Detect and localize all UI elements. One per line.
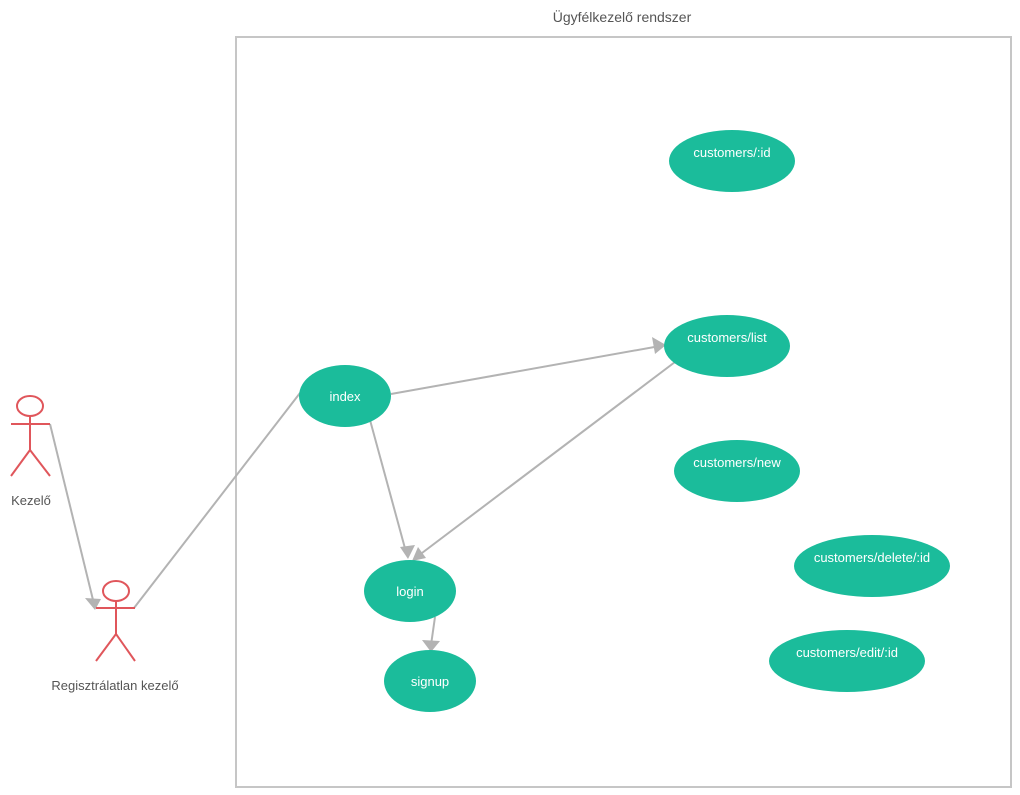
system-title: Ügyfélkezelő rendszer: [553, 8, 692, 25]
connector-login-signup: [430, 616, 436, 646]
use-case-shape: [794, 535, 950, 597]
use-case-shape: [674, 440, 800, 502]
use-case-label: customers/new: [693, 455, 781, 470]
use-case-label: customers/:id: [693, 145, 770, 160]
actor-leg-right: [29, 449, 51, 477]
system-boundary: [235, 36, 1012, 788]
use-case-shape: [669, 130, 795, 192]
use-case-signup[interactable]: signup: [384, 650, 476, 712]
actor-leg-left: [95, 633, 117, 662]
connectors: [49, 345, 676, 646]
use-case-customers-new[interactable]: customers/new: [674, 440, 800, 502]
actor-head: [16, 395, 44, 417]
actor-regisztralatlan-label: Regisztrálatlan kezelő: [51, 678, 178, 693]
use-case-shape: [364, 560, 456, 622]
use-case-index[interactable]: index: [299, 365, 391, 427]
arrowhead-login-signup: [422, 640, 440, 652]
actor-leg-left: [10, 449, 31, 477]
use-case-customers-list[interactable]: customers/list: [664, 315, 790, 377]
actor-leg-right: [115, 633, 136, 662]
arrowhead-customers-list-login: [412, 547, 426, 561]
use-case-customers-id[interactable]: customers/:id: [669, 130, 795, 192]
use-case-label: customers/list: [687, 330, 767, 345]
use-case-label: customers/edit/:id: [796, 645, 898, 660]
use-case-shape: [384, 650, 476, 712]
connector-regisztralatlan-index: [133, 392, 301, 609]
use-case-shape: [299, 365, 391, 427]
use-case-label: login: [396, 584, 423, 599]
use-case-label: customers/delete/:id: [814, 550, 930, 565]
use-case-shape: [664, 315, 790, 377]
connector-kezelo-regisztralatlan: [49, 423, 95, 605]
arrowhead-kezelo-regisztralatlan: [85, 598, 101, 610]
arrowhead-index-login: [400, 545, 415, 559]
use-case-customers-edit-id[interactable]: customers/edit/:id: [769, 630, 925, 692]
use-case-label: signup: [411, 674, 449, 689]
use-case-customers-delete-id[interactable]: customers/delete/:id: [794, 535, 950, 597]
arrowheads: [85, 337, 666, 652]
connector-index-customers-list: [390, 345, 661, 395]
use-case-shape: [769, 630, 925, 692]
connector-index-login: [369, 419, 407, 553]
use-case-login[interactable]: login: [364, 560, 456, 622]
actor-kezelo[interactable]: [10, 395, 51, 477]
arrowhead-index-customers-list: [652, 337, 666, 354]
connector-customers-list-login: [417, 361, 676, 557]
actor-regisztralatlan[interactable]: [95, 580, 136, 662]
use-case-label: index: [329, 389, 361, 404]
actor-kezelo-label: Kezelő: [11, 493, 51, 508]
actor-head: [102, 580, 130, 602]
